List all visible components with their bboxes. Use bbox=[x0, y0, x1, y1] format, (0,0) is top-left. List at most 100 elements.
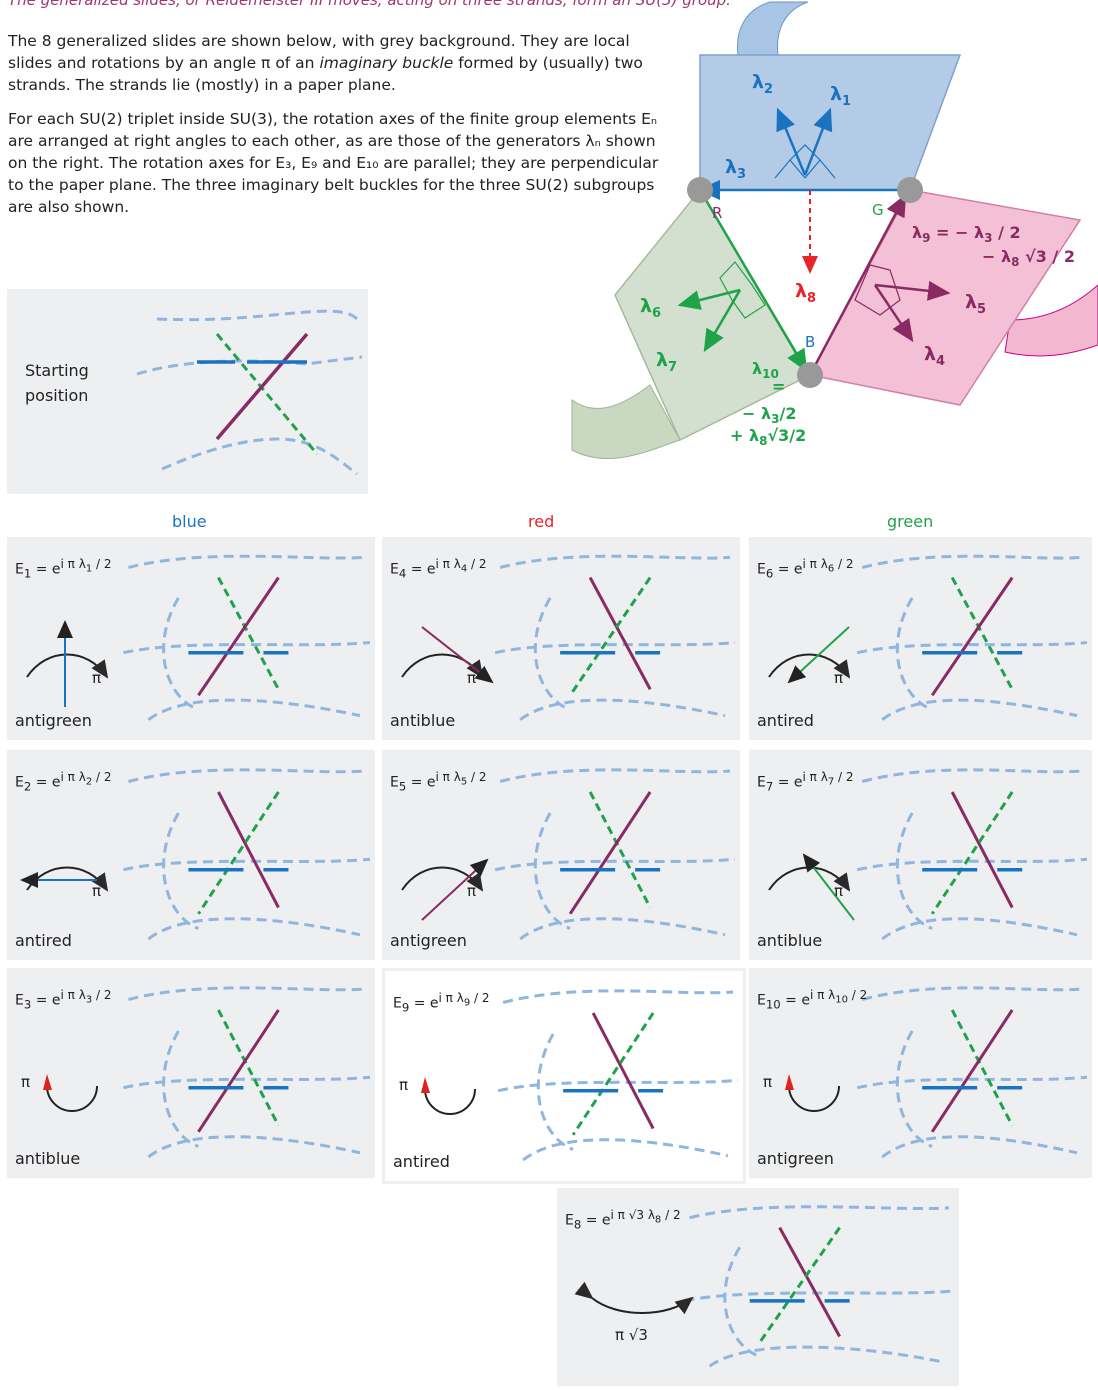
eq-sub: 9 bbox=[401, 1000, 410, 1015]
equation-e5: E5 = ei π λ5 / 2 bbox=[390, 770, 487, 794]
eq-base: E bbox=[390, 561, 399, 578]
intro-text: The 8 generalized slides are shown below… bbox=[8, 30, 678, 230]
equation-e9: E9 = ei π λ9 / 2 bbox=[393, 991, 490, 1015]
equation-e6: E6 = ei π λ6 / 2 bbox=[757, 557, 854, 581]
pi-label-e10: π bbox=[763, 1073, 773, 1091]
equation-e1: E1 = ei π λ1 / 2 bbox=[15, 557, 112, 581]
anti-label-e2: antired bbox=[15, 931, 72, 950]
panel-e1: E1 = ei π λ1 / 2 π antigreen bbox=[7, 537, 375, 740]
eq-sub: 6 bbox=[765, 566, 774, 581]
svg-text:G: G bbox=[872, 201, 884, 219]
panel-e5: E5 = ei π λ5 / 2 π antigreen bbox=[382, 750, 740, 960]
svg-text:λ2: λ2 bbox=[752, 71, 773, 97]
svg-text:λ6: λ6 bbox=[640, 295, 661, 321]
svg-text:− λ3/2: − λ3/2 bbox=[742, 404, 796, 426]
pi-label-e7: π bbox=[834, 882, 844, 900]
eq-exp: i π λ4 / 2 bbox=[435, 557, 487, 575]
start-label-1: Starting bbox=[25, 361, 89, 380]
knot-e4 bbox=[401, 554, 736, 721]
equation-e8: E8 = ei π √3 λ8 / 2 bbox=[565, 1208, 681, 1232]
eq-exp: i π λ3 / 2 bbox=[60, 988, 112, 1006]
panel-e10: E10 = ei π λ10 / 2 π antigreen bbox=[749, 968, 1092, 1178]
svg-text:+ λ8√3/2: + λ8√3/2 bbox=[730, 426, 806, 448]
equation-e10: E10 = ei π λ10 / 2 bbox=[757, 988, 868, 1012]
vertex-g bbox=[897, 177, 923, 203]
pi-label-e1: π bbox=[92, 669, 102, 687]
svg-text:λ4: λ4 bbox=[924, 343, 945, 369]
pi-label-e9: π bbox=[399, 1076, 409, 1094]
pi-label-e3: π bbox=[21, 1073, 31, 1091]
su3-generator-diagram: λ2 λ1 λ3 λ8 λ6 λ7 λ5 λ4 λ9 = − λ3 / 2 − … bbox=[571, 1, 1098, 459]
panel-e8: E8 = ei π √3 λ8 / 2 π √3 bbox=[557, 1188, 959, 1386]
eq-sub: 10 bbox=[765, 997, 781, 1012]
svg-text:λ1: λ1 bbox=[830, 83, 851, 109]
knot-e5 bbox=[401, 768, 736, 941]
pi-label-e8: π √3 bbox=[615, 1326, 648, 1344]
eq-exp: i π √3 λ8 / 2 bbox=[610, 1208, 681, 1226]
eq-exp: i π λ5 / 2 bbox=[435, 770, 487, 788]
eq-sub: 2 bbox=[23, 779, 32, 794]
anti-label-e7: antiblue bbox=[757, 931, 823, 950]
column-blue: blue bbox=[172, 512, 207, 531]
intro-paragraph-2: For each SU(2) triplet inside SU(3), the… bbox=[8, 110, 659, 216]
pi-label-e5: π bbox=[467, 882, 477, 900]
blue-belt-tail bbox=[736, 1, 809, 56]
knot-e1 bbox=[26, 554, 371, 721]
eq-exp: i π λ7 / 2 bbox=[802, 770, 854, 788]
svg-text:B: B bbox=[805, 333, 815, 351]
eq-base: E bbox=[757, 774, 766, 791]
svg-text:λ7: λ7 bbox=[656, 349, 677, 375]
equation-e2: E2 = ei π λ2 / 2 bbox=[15, 770, 112, 794]
panel-e6: E6 = ei π λ6 / 2 π antired bbox=[749, 537, 1092, 740]
anti-label-e3: antiblue bbox=[15, 1149, 81, 1168]
svg-text:λ9 = − λ3 / 2: λ9 = − λ3 / 2 bbox=[912, 223, 1021, 245]
anti-label-e9: antired bbox=[393, 1152, 450, 1171]
eq-base: E bbox=[15, 561, 24, 578]
eq-exp: i π λ9 / 2 bbox=[438, 991, 490, 1009]
pi-label-e6: π bbox=[834, 669, 844, 687]
knot-e8 bbox=[574, 1205, 955, 1368]
panel-start: Starting position bbox=[7, 289, 368, 494]
eq-base: E bbox=[15, 774, 24, 791]
knot-start bbox=[136, 309, 363, 476]
equation-e7: E7 = ei π λ7 / 2 bbox=[757, 770, 854, 794]
knot-e9 bbox=[421, 989, 739, 1162]
vertex-b bbox=[797, 362, 823, 388]
svg-text:=: = bbox=[772, 377, 785, 396]
eq-base: E bbox=[757, 992, 766, 1009]
eq-base: E bbox=[393, 995, 402, 1012]
red-belt-tail bbox=[1004, 284, 1098, 357]
svg-text:λ3: λ3 bbox=[725, 156, 746, 182]
knot-e2 bbox=[20, 768, 371, 941]
knot-e7 bbox=[768, 768, 1088, 941]
eq-sub: 3 bbox=[23, 997, 32, 1012]
svg-text:R: R bbox=[712, 204, 722, 222]
equation-e4: E4 = ei π λ4 / 2 bbox=[390, 557, 487, 581]
svg-text:λ8: λ8 bbox=[795, 280, 816, 306]
vertex-r bbox=[687, 177, 713, 203]
eq-base: E bbox=[390, 774, 399, 791]
anti-label-e5: antigreen bbox=[390, 931, 467, 950]
start-label-2: position bbox=[25, 386, 89, 405]
eq-sub: 5 bbox=[398, 779, 407, 794]
svg-text:− λ8 √3 / 2: − λ8 √3 / 2 bbox=[982, 247, 1075, 269]
eq-exp: i π λ2 / 2 bbox=[60, 770, 112, 788]
eq-base: E bbox=[757, 561, 766, 578]
anti-label-e1: antigreen bbox=[15, 711, 92, 730]
knot-e6 bbox=[768, 554, 1088, 721]
svg-text:λ10: λ10 bbox=[752, 359, 779, 381]
anti-label-e10: antigreen bbox=[757, 1149, 834, 1168]
column-green: green bbox=[887, 512, 934, 531]
figure-title: The generalized slides, or Reidemeister … bbox=[8, 0, 731, 9]
anti-label-e6: antired bbox=[757, 711, 814, 730]
eq-exp: i π λ6 / 2 bbox=[802, 557, 854, 575]
intro-paragraph-1: The 8 generalized slides are shown below… bbox=[8, 32, 643, 94]
eq-base: E bbox=[15, 992, 24, 1009]
eq-sub: 4 bbox=[398, 566, 407, 581]
eq-base: E bbox=[565, 1212, 574, 1229]
eq-sub: 8 bbox=[573, 1217, 582, 1232]
eq-exp: i π λ1 / 2 bbox=[60, 557, 112, 575]
